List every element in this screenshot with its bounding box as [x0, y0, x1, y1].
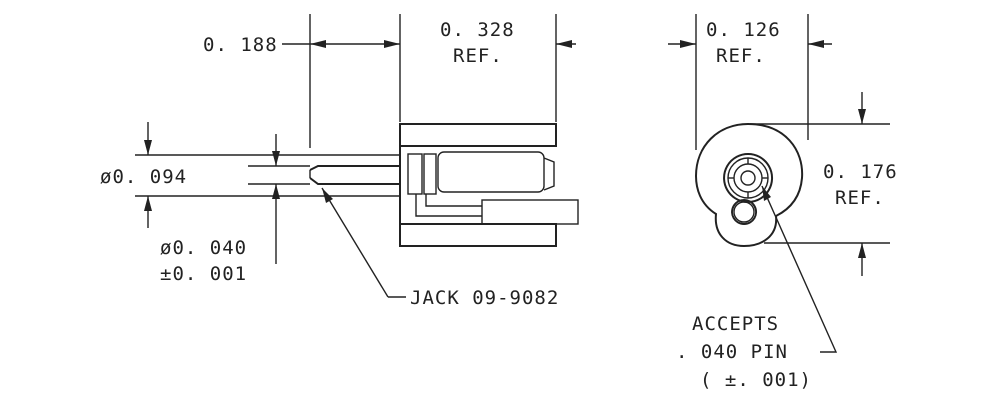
callout-label: JACK 09-9082	[410, 287, 559, 309]
end-view: 0. 126 REF. 0. 176 REF.	[668, 14, 898, 391]
dim-width-label-2: REF.	[716, 45, 766, 67]
dim-height-label-1: 0. 176	[823, 161, 898, 183]
dim-0126: 0. 126 REF.	[668, 19, 832, 67]
end-view-housing	[694, 122, 804, 248]
side-view: 0. 188 0. 328 REF.	[100, 14, 579, 309]
jack-callout: JACK 09-9082	[321, 187, 559, 309]
note-line-1: ACCEPTS	[692, 313, 779, 335]
dim-width-label-1: 0. 126	[706, 19, 781, 41]
dim-body-label-2: REF.	[453, 45, 503, 67]
pin	[309, 165, 400, 185]
dim-height-label-2: REF.	[835, 187, 885, 209]
dim-0176: 0. 176 REF.	[823, 92, 898, 276]
note-line-2: . 040 PIN	[676, 341, 788, 363]
jack-contact	[407, 151, 579, 225]
dim-outer-dia-label: ø0. 094	[100, 166, 187, 188]
dim-body-label-1: 0. 328	[440, 19, 515, 41]
dim-0188: 0. 188	[203, 34, 400, 56]
dim-length-label: 0. 188	[203, 34, 278, 56]
accepts-callout: ACCEPTS . 040 PIN ( ±. 001)	[676, 185, 838, 391]
dim-pin-dia-label-2: ±0. 001	[160, 263, 247, 285]
dim-0094: ø0. 094	[100, 122, 187, 228]
note-line-3: ( ±. 001)	[700, 369, 812, 391]
dim-pin-dia-label-1: ø0. 040	[160, 237, 247, 259]
dim-0328: 0. 328 REF.	[440, 19, 576, 67]
dim-0040: ø0. 040 ±0. 001	[160, 134, 280, 285]
